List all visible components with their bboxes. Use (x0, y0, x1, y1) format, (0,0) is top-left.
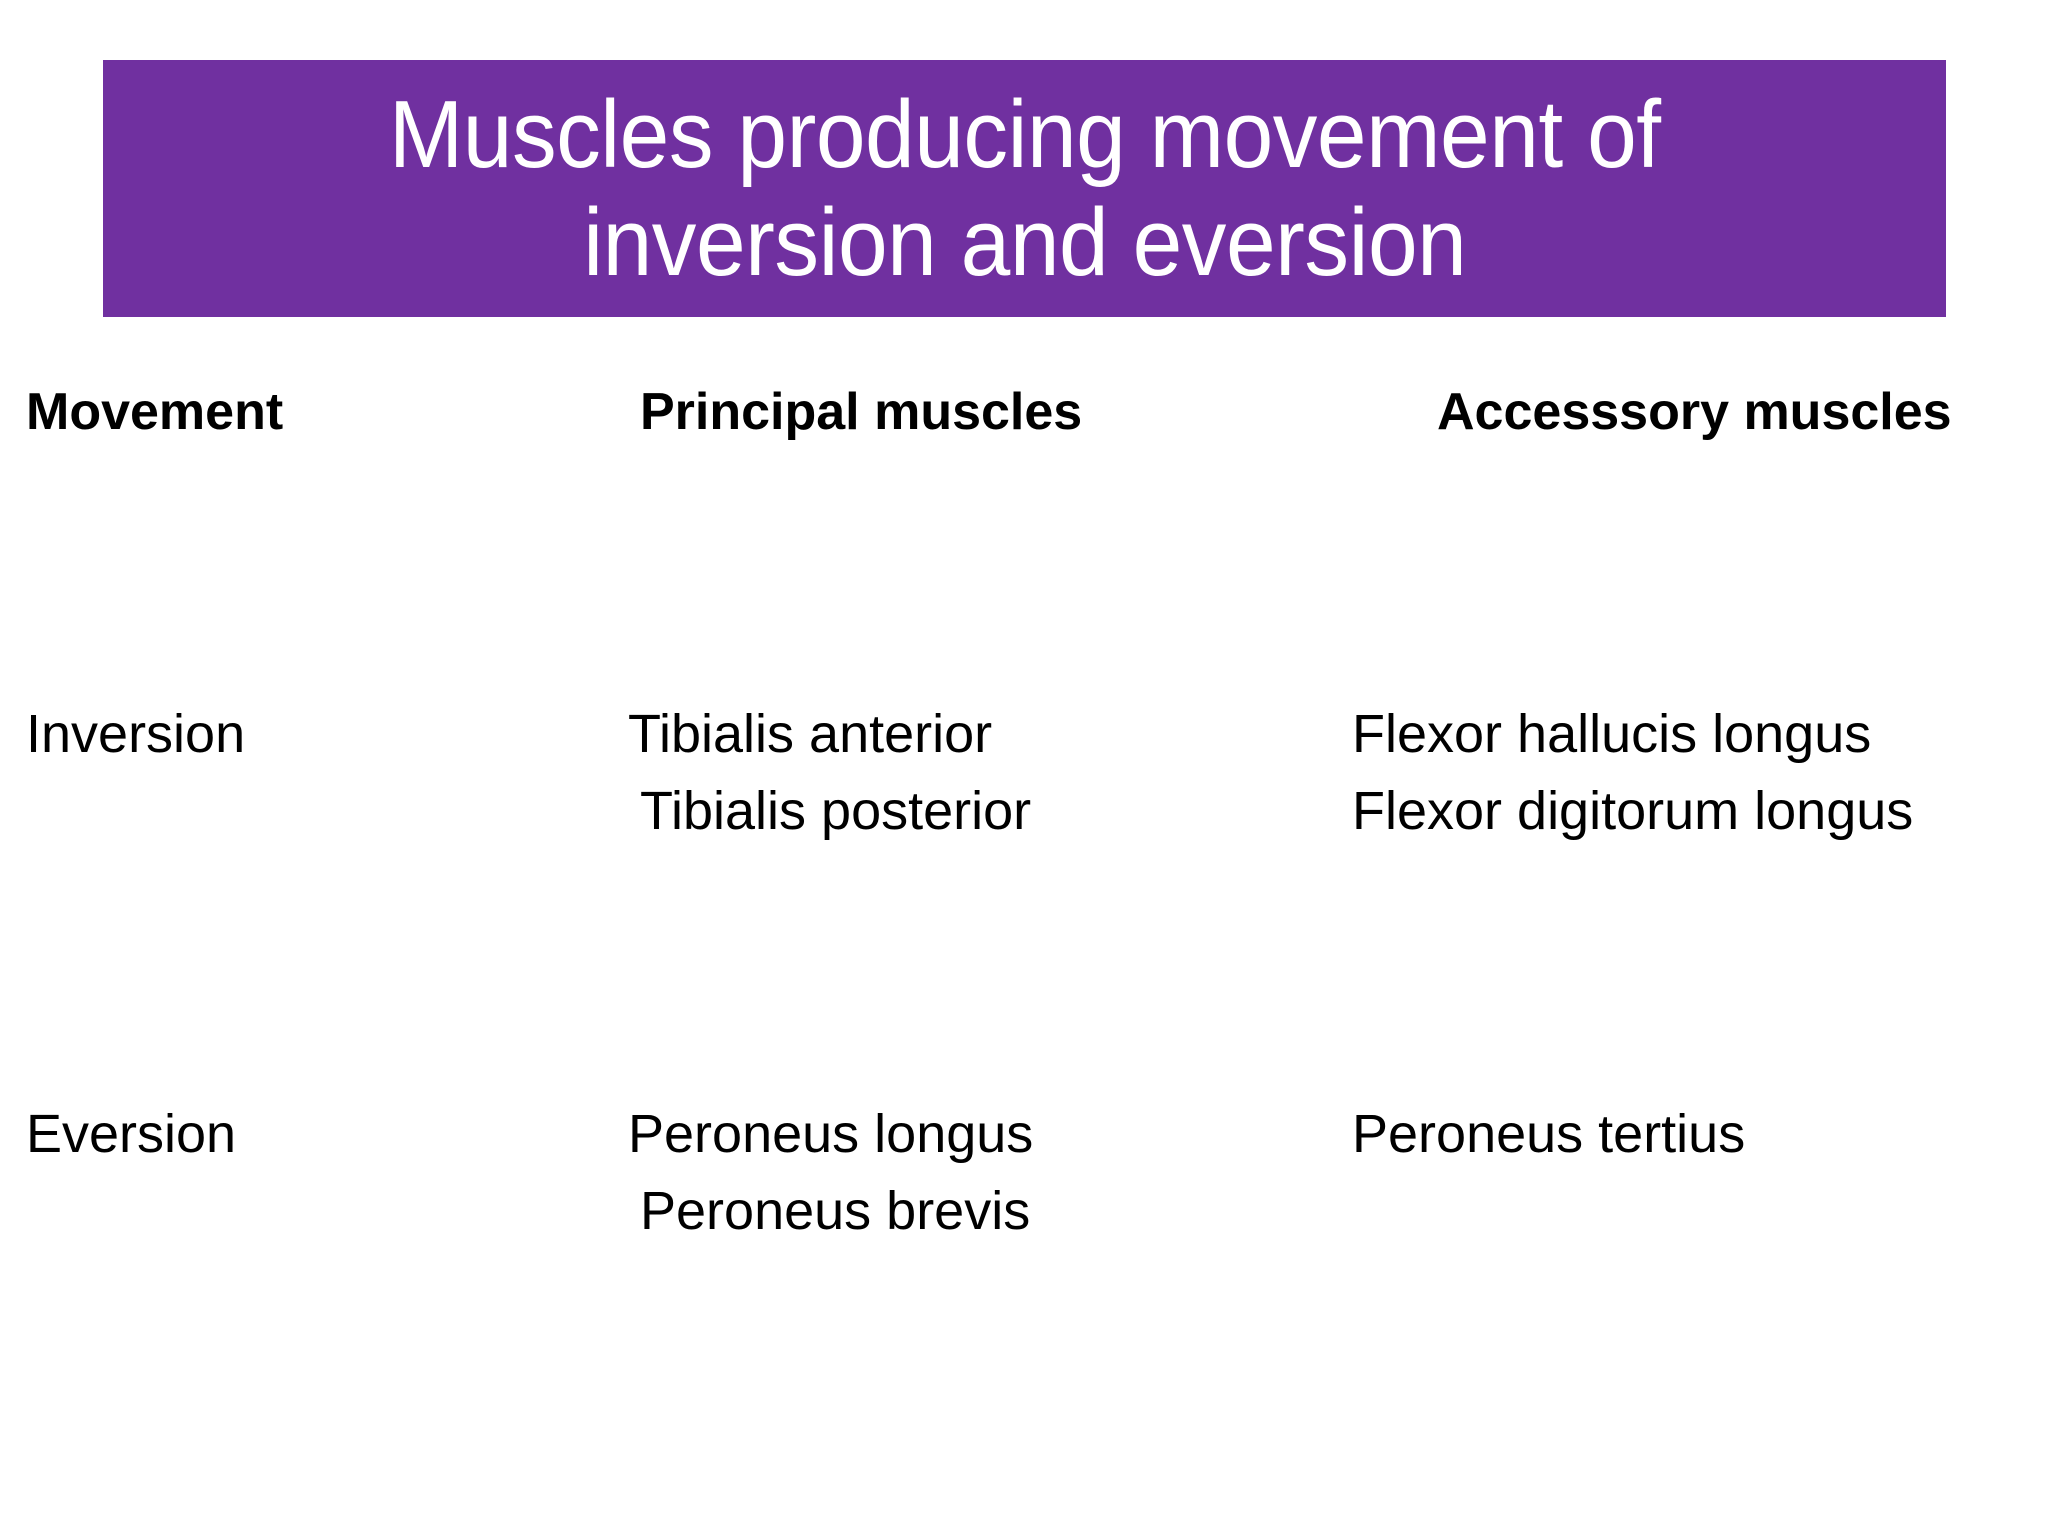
table-header-row: Movement Principal muscles Accesssory mu… (0, 368, 2048, 498)
column-header-principal-muscles: Principal muscles (640, 383, 1083, 441)
movement-label-inversion: Inversion (26, 704, 246, 764)
cell-accessory-inversion: Flexor hallucis longus Flexor digitorum … (1352, 704, 1914, 842)
accessory-muscle-item: Flexor hallucis longus (1352, 704, 1872, 764)
cell-movement-inversion: Inversion (26, 704, 246, 764)
accessory-muscle-item: Flexor digitorum longus (1352, 781, 1914, 842)
slide-title-line-2: inversion and eversion (582, 188, 1467, 296)
accessory-muscle-item: Peroneus tertius (1352, 1104, 1746, 1164)
column-header-accessory-muscles: Accesssory muscles (1437, 383, 1952, 441)
slide-title-band: Muscles producing movement of inversion … (103, 60, 1946, 317)
cell-accessory-eversion: Peroneus tertius (1352, 1104, 1746, 1164)
principal-muscle-item: Peroneus brevis (640, 1181, 1031, 1242)
cell-principal-inversion: Tibialis anterior Tibialis posterior (628, 704, 1032, 842)
principal-muscle-item: Tibialis posterior (640, 781, 1032, 842)
cell-movement-eversion: Eversion (26, 1104, 237, 1164)
slide-title-line-1: Muscles producing movement of (388, 80, 1661, 188)
column-header-movement: Movement (26, 383, 284, 441)
movement-label-eversion: Eversion (26, 1104, 237, 1164)
muscle-table: Movement Principal muscles Accesssory mu… (0, 368, 2048, 1240)
cell-principal-eversion: Peroneus longus Peroneus brevis (628, 1104, 1034, 1242)
principal-muscle-item: Tibialis anterior (628, 704, 993, 764)
principal-muscle-item: Peroneus longus (628, 1104, 1034, 1164)
